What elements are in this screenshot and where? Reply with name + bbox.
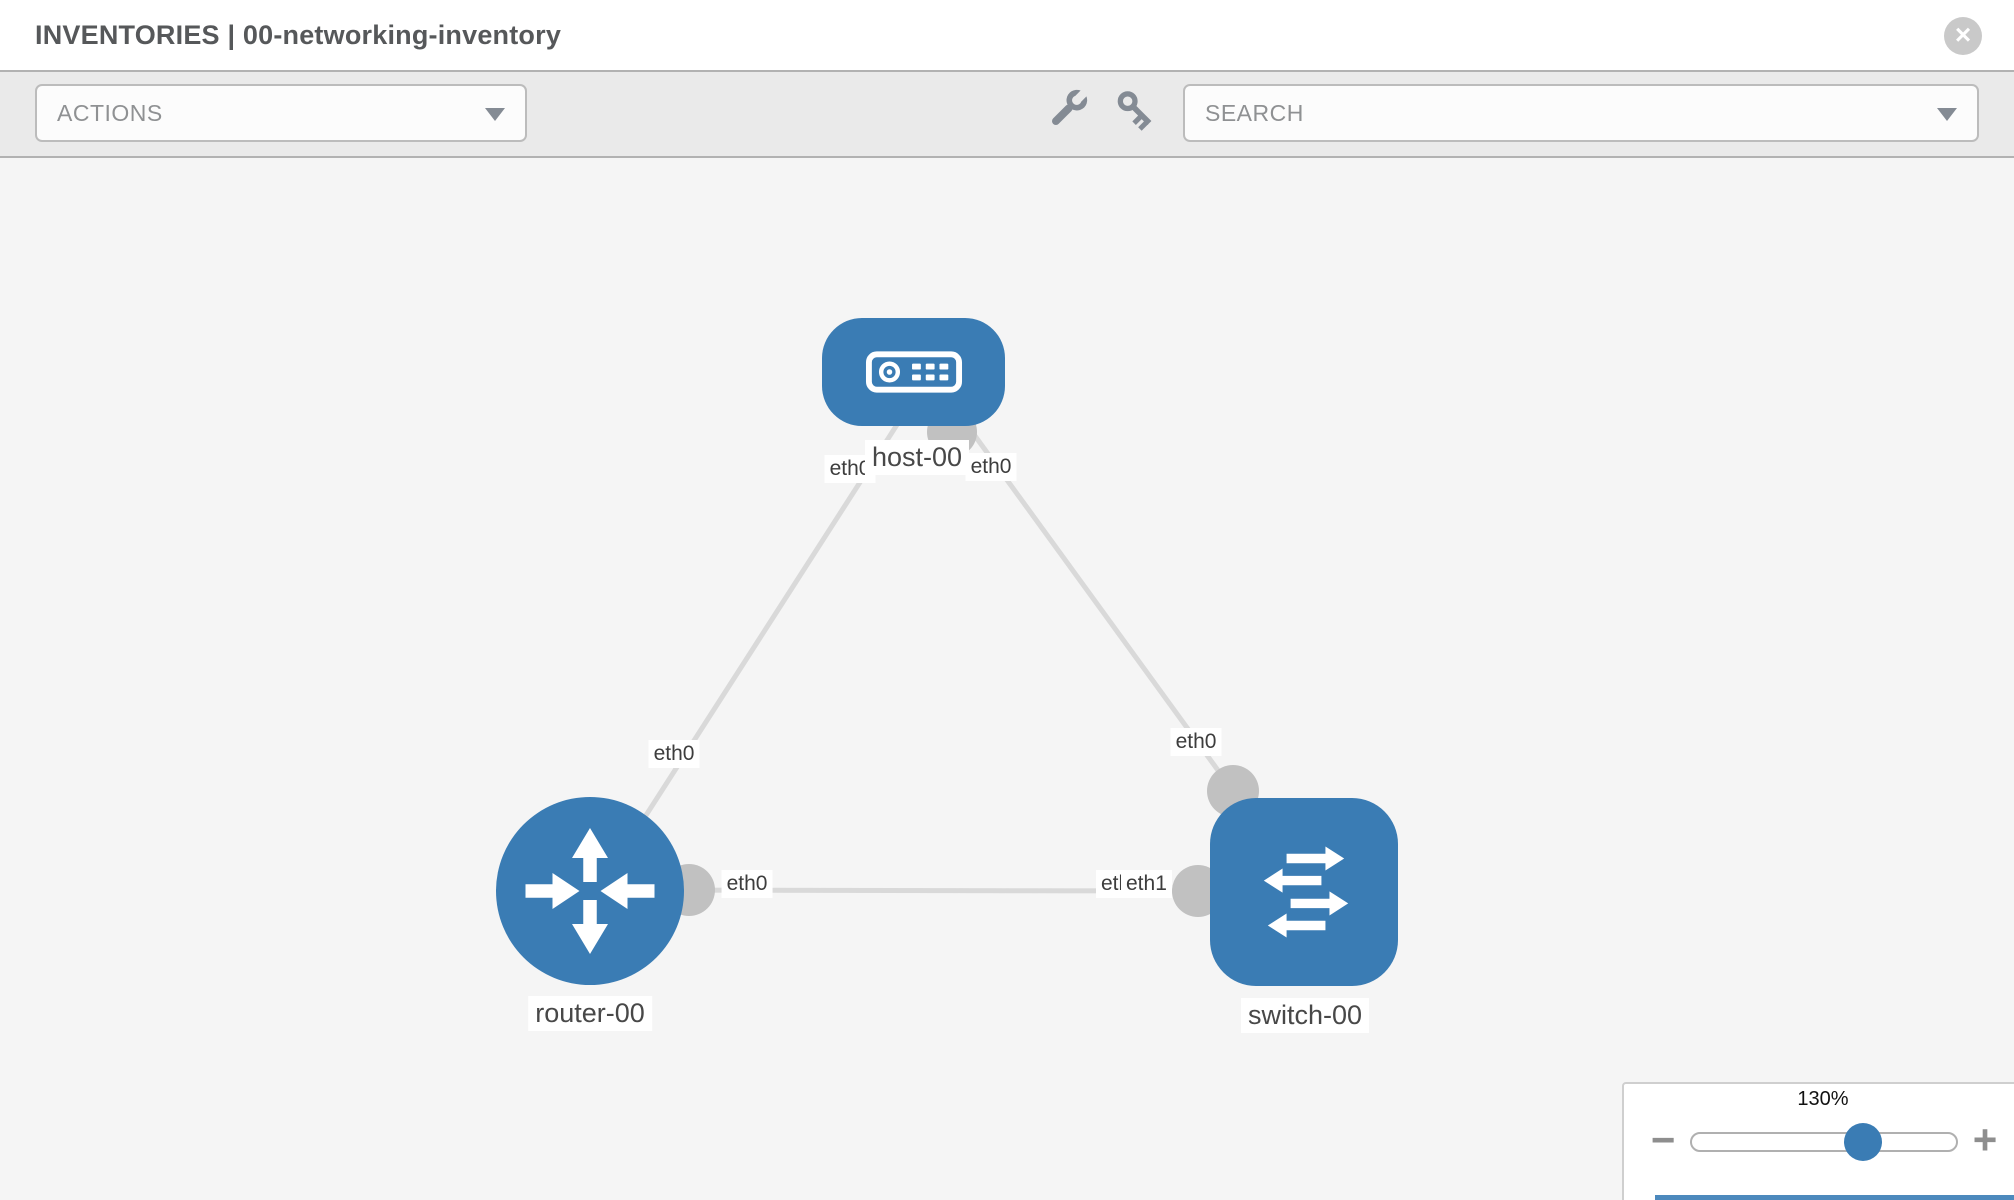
zoom-slider-track[interactable] [1690, 1132, 1958, 1152]
zoom-level-value: 130% [1797, 1088, 1849, 1110]
node-label-switch: switch-00 [1240, 998, 1370, 1033]
interface-label: eth0 [965, 453, 1017, 481]
zoom-slider-thumb[interactable] [1844, 1123, 1882, 1161]
caret-down-icon [1937, 108, 1957, 121]
node-switch-00[interactable] [1210, 798, 1398, 986]
credentials-button[interactable] [1113, 88, 1157, 132]
toolbar: ACTIONS SEARCH [0, 72, 2014, 158]
host-device-icon [865, 351, 962, 393]
link-host-router [595, 418, 903, 892]
page-title: INVENTORIES | 00-networking-inventory [35, 20, 562, 50]
interface-label: eth0 [721, 870, 773, 898]
interface-label: eth1 [1121, 870, 1172, 898]
switch-icon [1263, 846, 1349, 938]
node-router-00[interactable] [496, 797, 684, 985]
close-icon: × [1954, 19, 1972, 50]
wrench-icon [1051, 89, 1088, 126]
topology-canvas[interactable] [0, 158, 2014, 1200]
actions-dropdown[interactable]: ACTIONS [35, 84, 527, 142]
zoom-out-button[interactable]: − [1641, 1119, 1685, 1164]
caret-down-icon [485, 108, 505, 121]
interface-label: eth0 [648, 740, 700, 768]
minus-icon: − [1650, 1116, 1676, 1163]
page-header: INVENTORIES | 00-networking-inventory × [0, 0, 2014, 72]
configure-button[interactable] [1045, 88, 1089, 132]
search-dropdown[interactable]: SEARCH [1183, 84, 1979, 142]
bottom-panel-edge [1655, 1195, 2014, 1200]
zoom-in-button[interactable]: + [1963, 1119, 2007, 1164]
plus-icon: + [1972, 1116, 1998, 1163]
actions-dropdown-label: ACTIONS [57, 100, 163, 126]
interface-label: eth0 [1170, 728, 1222, 756]
router-icon [525, 828, 655, 954]
node-label-router: router-00 [528, 996, 652, 1031]
key-icon [1117, 91, 1152, 131]
search-placeholder: SEARCH [1205, 100, 1304, 126]
node-host-00[interactable] [822, 318, 1005, 426]
close-button[interactable]: × [1944, 17, 1982, 55]
node-label-host: host-00 [864, 440, 970, 475]
